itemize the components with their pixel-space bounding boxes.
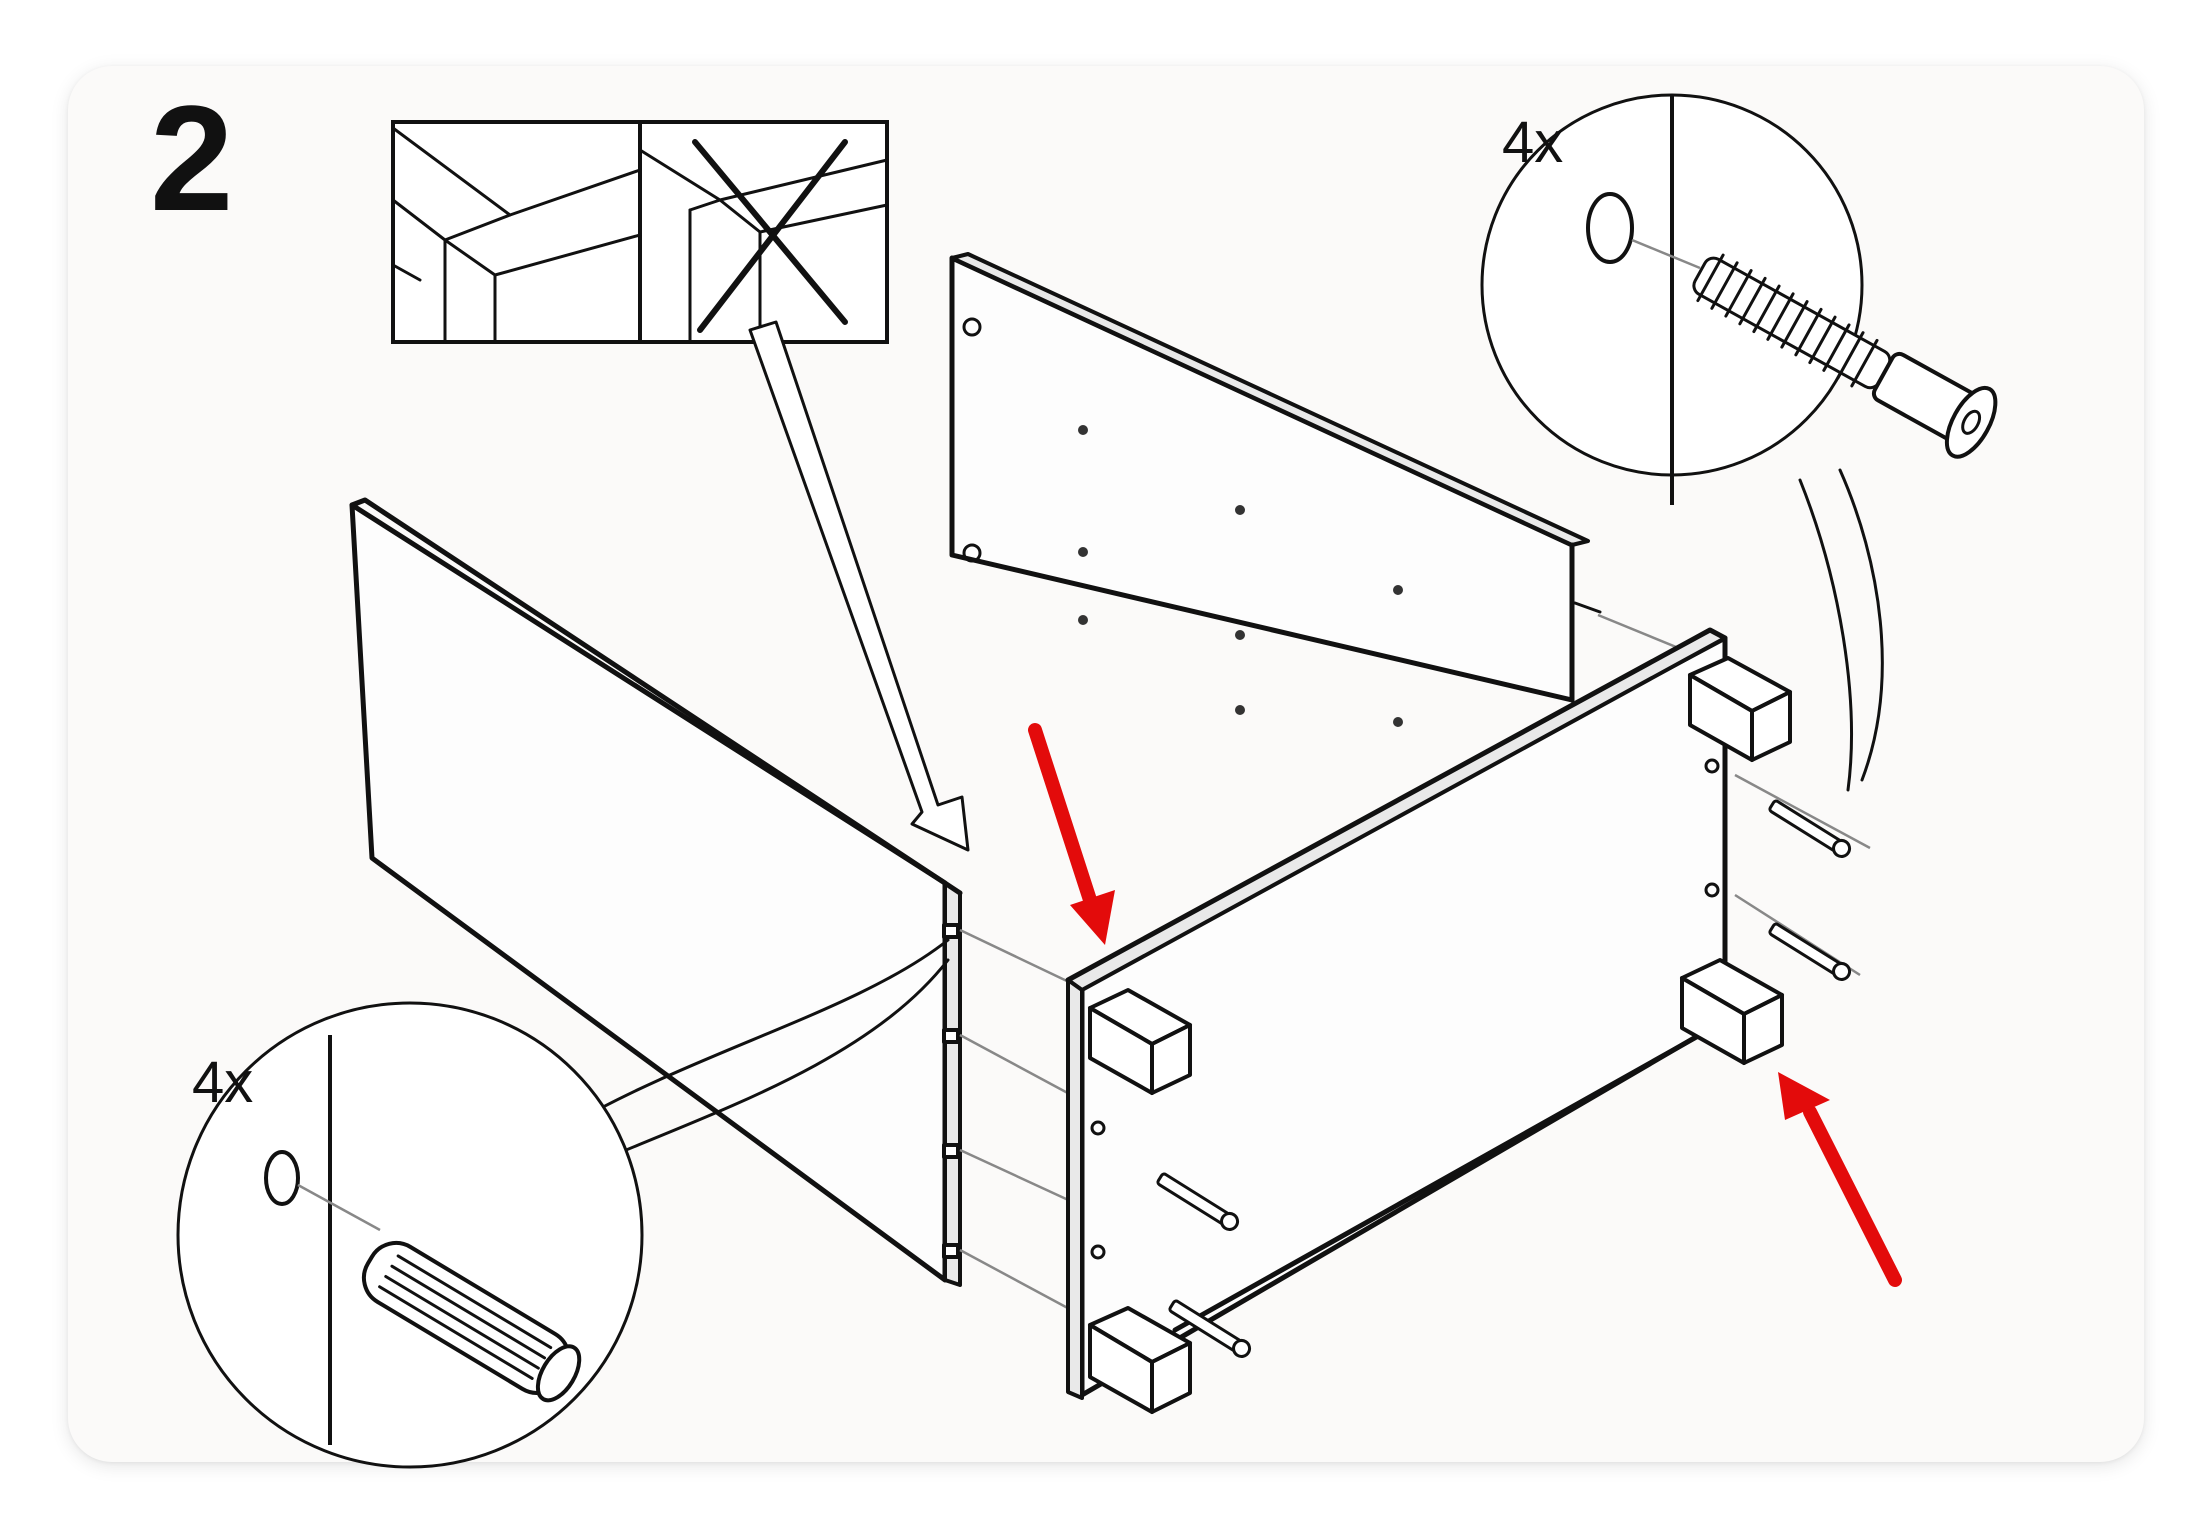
left-side-panel	[349, 497, 963, 1287]
joint-detail-inset	[391, 120, 889, 344]
correct-joint-icon	[391, 126, 642, 344]
dowel-quantity-label: 4x	[192, 1050, 253, 1115]
front-side-panel	[1065, 627, 1728, 1400]
red-arrow-bottom	[1778, 1072, 1902, 1287]
wooden-dowel-icon	[361, 1240, 582, 1403]
cam-bolt-icon	[1692, 253, 1998, 459]
dowel-magnifier: 4x	[176, 938, 950, 1469]
cam-bolt-magnifier: 4x	[1480, 93, 1998, 792]
corner-blocks	[1088, 656, 1792, 1414]
inset-pointer-arrow	[748, 320, 970, 852]
step-number: 2	[150, 74, 233, 242]
cam-bolt-quantity-label: 4x	[1502, 110, 1563, 175]
back-panel	[949, 252, 1602, 727]
cam-bolts-in-place	[1156, 799, 1852, 1358]
red-arrow-top	[1028, 723, 1115, 945]
incorrect-joint-icon	[638, 139, 889, 344]
